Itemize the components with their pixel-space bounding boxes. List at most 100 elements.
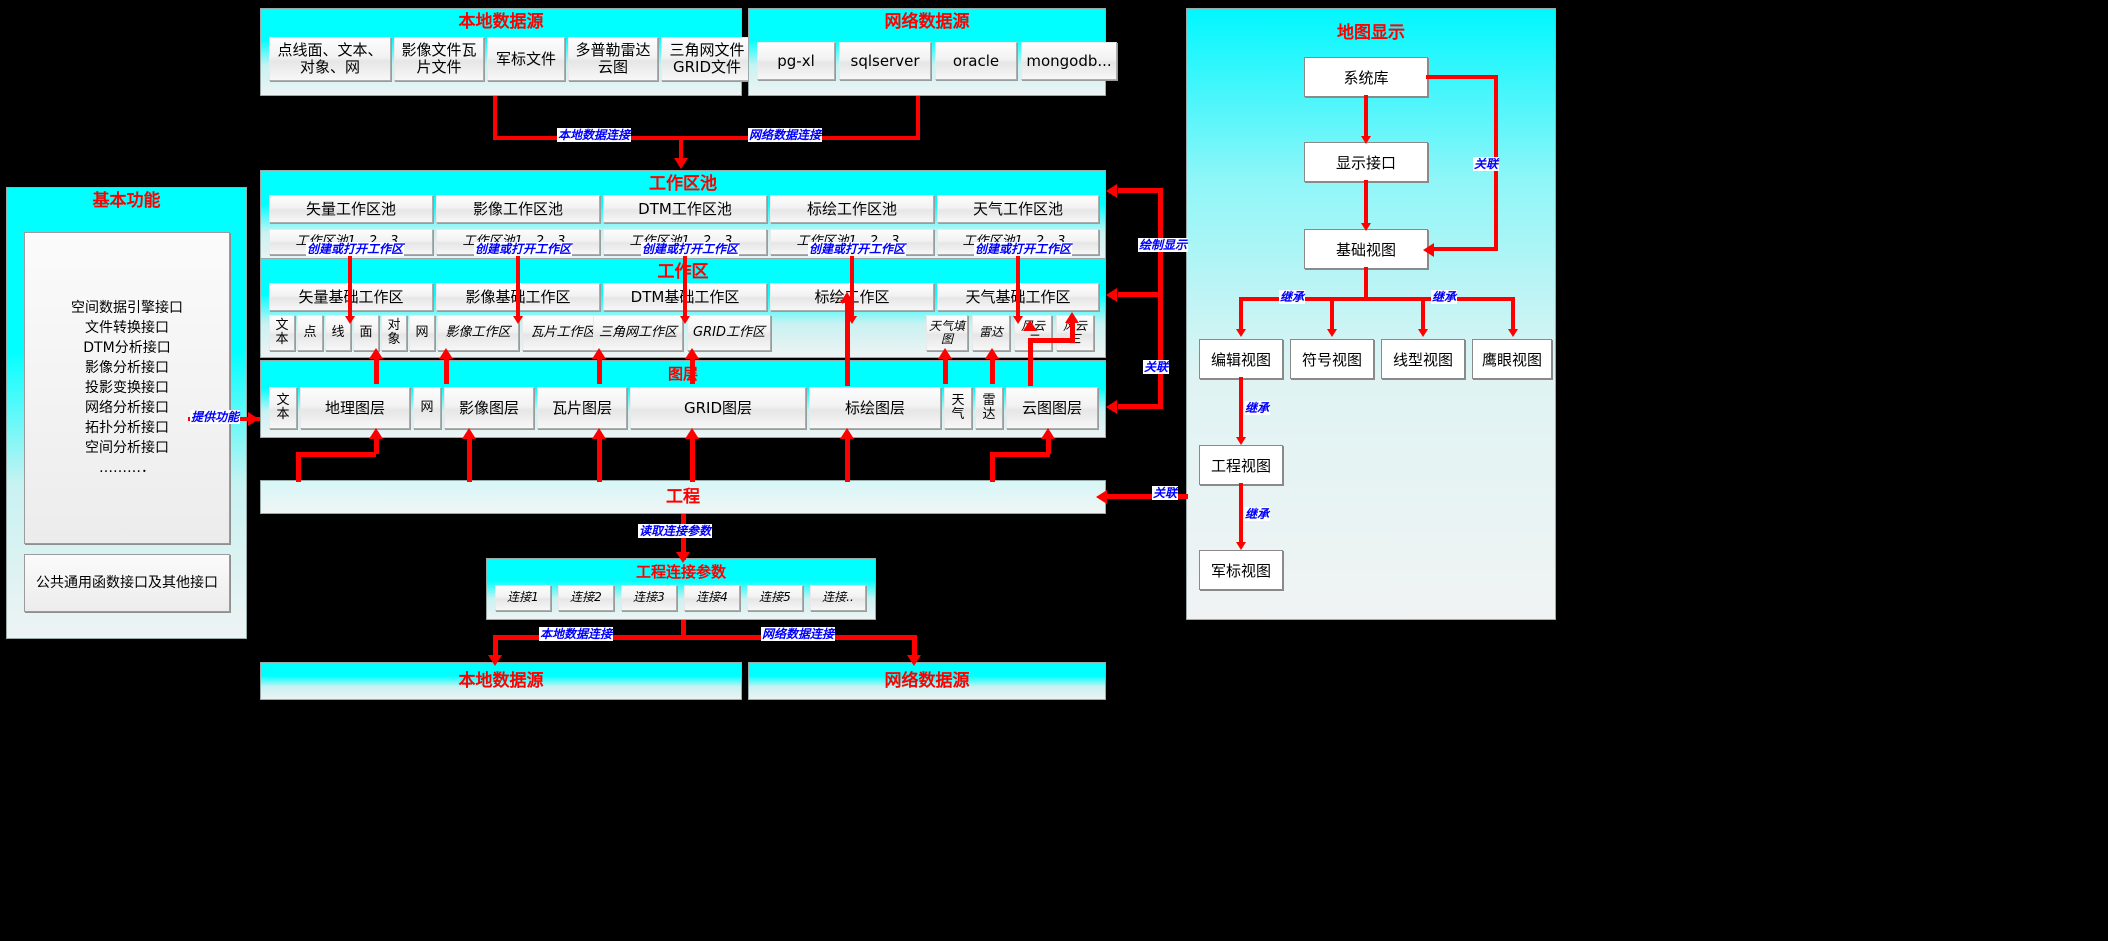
layer-up-line-3 xyxy=(690,358,695,384)
mapc-inh-arrow1 xyxy=(1327,329,1337,337)
layer-item-8[interactable]: 雷达 xyxy=(975,387,1003,429)
layer-item-5[interactable]: GRID图层 xyxy=(630,387,806,429)
conn-item-3[interactable]: 连接4 xyxy=(684,585,740,611)
conn-item-0[interactable]: 连接1 xyxy=(495,585,551,611)
pool-item-3[interactable]: 标绘工作区池 xyxy=(770,195,934,223)
create-ws-arrow-4 xyxy=(1013,316,1023,324)
map-box-base-view[interactable]: 基础视图 xyxy=(1304,229,1428,269)
draw-to-ws-arrow xyxy=(1106,288,1117,302)
pool-item-0[interactable]: 矢量工作区池 xyxy=(269,195,433,223)
relate-project-h xyxy=(1106,494,1188,499)
proj-up-line-5h xyxy=(990,452,1050,457)
map-box-symbol-view[interactable]: 符号视图 xyxy=(1290,339,1374,379)
interface-item-5: 网络分析接口 xyxy=(85,400,169,416)
create-ws-line-3 xyxy=(850,256,854,318)
layer-item-2[interactable]: 网 xyxy=(413,387,441,429)
layer-item-1[interactable]: 地理图层 xyxy=(300,387,410,429)
map-box-system-lib[interactable]: 系统库 xyxy=(1304,57,1428,97)
map-box-line-view[interactable]: 线型视图 xyxy=(1381,339,1465,379)
mapc-iface-to-base-arrow xyxy=(1361,223,1371,231)
ws-vector-sub-5[interactable]: 网 xyxy=(409,315,435,351)
map-box-eagle-view[interactable]: 鹰眼视图 xyxy=(1472,339,1552,379)
bottom-local-data-source-panel: 本地数据源 xyxy=(260,662,742,700)
local-source-item-0[interactable]: 点线面、文本、对象、网 xyxy=(269,37,391,81)
cloud-up-arrow-a xyxy=(1023,320,1037,331)
layer-item-4[interactable]: 瓦片图层 xyxy=(537,387,627,429)
mapc-inh-v3 xyxy=(1511,297,1515,331)
draw-to-ws-h xyxy=(1118,292,1163,297)
pool-item-1[interactable]: 影像工作区池 xyxy=(436,195,600,223)
net-data-source-title: 网络数据源 xyxy=(884,12,970,32)
create-ws-arrow-1 xyxy=(513,316,523,324)
ws-weather-sub-0[interactable]: 天气填图 xyxy=(926,315,968,351)
map-box-edit-view[interactable]: 编辑视图 xyxy=(1199,339,1283,379)
net-source-item-2[interactable]: oracle xyxy=(935,42,1017,80)
local-source-item-3[interactable]: 多普勒雷达云图 xyxy=(568,37,658,81)
proj-up-line-1 xyxy=(467,436,472,482)
common-interface-box[interactable]: 公共通用函数接口及其他接口 xyxy=(24,554,230,612)
ws-vector-sub-4[interactable]: 对象 xyxy=(381,315,407,351)
layer-item-7[interactable]: 天气 xyxy=(944,387,972,429)
label-draw-display: 绘制显示 xyxy=(1138,238,1189,252)
local-source-item-2[interactable]: 军标文件 xyxy=(487,37,565,81)
interface-item-ellipsis: ………． xyxy=(99,460,155,476)
layer-up-line-5 xyxy=(943,358,948,384)
mapc-inherit-bus xyxy=(1239,297,1515,301)
pool-item-2[interactable]: DTM工作区池 xyxy=(603,195,767,223)
draw-bus-v xyxy=(1158,188,1163,408)
workspace-pool-title: 工作区池 xyxy=(649,174,717,194)
map-box-project-view[interactable]: 工程视图 xyxy=(1199,445,1283,485)
draw-to-pool-arrow xyxy=(1106,184,1117,198)
conn-item-4[interactable]: 连接5 xyxy=(747,585,803,611)
proj-up-line-3 xyxy=(690,436,695,482)
ws-vector-sub-0[interactable]: 文本 xyxy=(269,315,295,351)
create-ws-line-4 xyxy=(1016,256,1020,318)
ws-vector-sub-3[interactable]: 面 xyxy=(353,315,379,351)
layer-item-0[interactable]: 文本 xyxy=(269,387,297,429)
ws-weather-sub-1[interactable]: 雷达 xyxy=(972,315,1010,351)
label-inherit-proj: 继承 xyxy=(1244,401,1271,415)
ws-vector-sub-1[interactable]: 点 xyxy=(297,315,323,351)
net-source-down-line xyxy=(916,96,920,140)
mapc-inh-proj-mil xyxy=(1239,483,1243,545)
label-relate-bus: 关联 xyxy=(1143,360,1170,374)
local-source-item-1[interactable]: 影像文件瓦片文件 xyxy=(394,37,484,81)
label-inherit-mil: 继承 xyxy=(1244,507,1271,521)
label-create-ws-1: 创建或打开工作区 xyxy=(474,242,573,256)
label-relate-map: 关联 xyxy=(1473,157,1500,171)
label-local-conn-bottom: 本地数据连接 xyxy=(539,627,614,641)
draw-to-pool-h xyxy=(1118,188,1163,193)
local-data-source-panel: 本地数据源 点线面、文本、对象、网 影像文件瓦片文件 军标文件 多普勒雷达云图 … xyxy=(260,8,753,96)
mapc-inh-edit-proj-arrow xyxy=(1236,437,1246,445)
net-source-item-1[interactable]: sqlserver xyxy=(839,42,931,80)
conn-item-2[interactable]: 连接3 xyxy=(621,585,677,611)
map-display-panel: 地图显示 系统库 显示接口 基础视图 编辑视图 符号视图 线型视图 鹰眼视图 工… xyxy=(1186,8,1556,620)
ws-vector-sub-2[interactable]: 线 xyxy=(325,315,351,351)
proj-up-line-4 xyxy=(845,436,850,482)
net-source-item-0[interactable]: pg-xl xyxy=(757,42,835,80)
ws-dtm-sub-1[interactable]: GRID工作区 xyxy=(687,315,771,351)
pool-item-4[interactable]: 天气工作区池 xyxy=(937,195,1099,223)
interface-item-7: 空间分析接口 xyxy=(85,440,169,456)
map-box-military-view[interactable]: 军标视图 xyxy=(1199,550,1283,590)
conn-item-1[interactable]: 连接2 xyxy=(558,585,614,611)
ws-dtm-sub-0[interactable]: 三角网工作区 xyxy=(593,315,683,351)
layer-item-3[interactable]: 影像图层 xyxy=(444,387,534,429)
layer-item-6[interactable]: 标绘图层 xyxy=(809,387,941,429)
conn-item-5[interactable]: 连接.. xyxy=(810,585,866,611)
to-pool-arrow xyxy=(674,158,688,169)
mapc-inh-v0 xyxy=(1239,297,1243,331)
layer-item-9[interactable]: 云图图层 xyxy=(1006,387,1098,429)
draw-to-layer-h xyxy=(1118,404,1163,409)
local-source-item-4[interactable]: 三角网文件GRID文件 xyxy=(661,37,753,81)
map-box-display-iface[interactable]: 显示接口 xyxy=(1304,142,1428,182)
ws-image-sub-1[interactable]: 瓦片工作区 xyxy=(522,315,604,351)
project-panel: 工程 xyxy=(260,480,1106,514)
create-ws-arrow-0 xyxy=(345,316,355,324)
create-ws-line-2 xyxy=(683,256,687,318)
net-source-item-3[interactable]: mongodb... xyxy=(1021,42,1117,80)
proj-up-arrow-3 xyxy=(685,428,699,439)
mapc-sys-to-iface-v xyxy=(1364,95,1368,140)
interface-item-0: 空间数据引擎接口 xyxy=(71,300,183,316)
ws-image-sub-0[interactable]: 影像工作区 xyxy=(437,315,519,351)
